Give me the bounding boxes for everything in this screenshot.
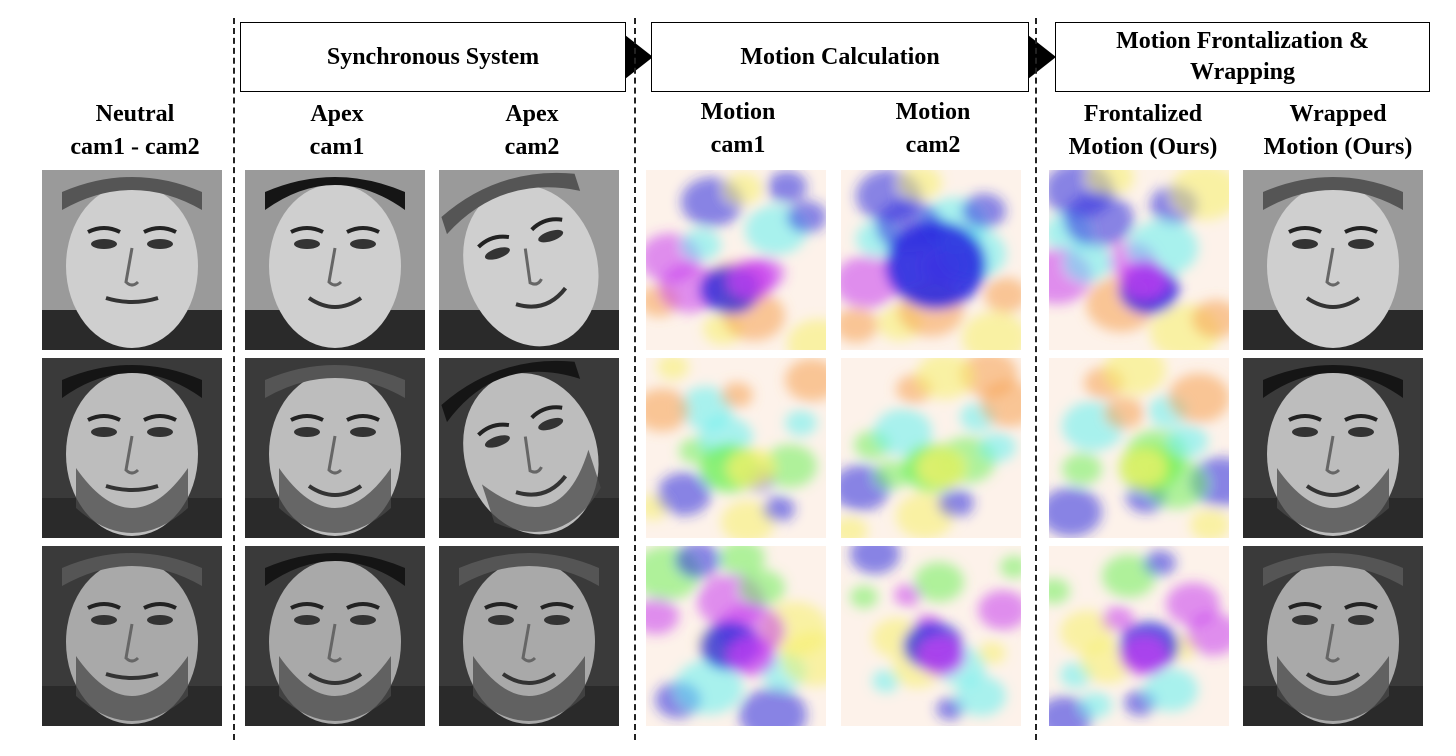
face-photo-neutral-row2: [42, 358, 222, 538]
face-photo-apex1-row1: [245, 170, 425, 350]
stage-box-motion-frontalization: Motion Frontalization & Wrapping: [1055, 22, 1430, 92]
motion-flow-map-motion1-row1: [646, 170, 826, 350]
column-header-neutral: Neutral cam1 - cam2: [70, 101, 200, 160]
face-photo-wrapped-row1: [1243, 170, 1423, 350]
column-header-motion-cam1: Motion cam1: [700, 99, 776, 158]
face-photo-apex1-row3: [245, 546, 425, 726]
face-photo-apex2-row2: [439, 358, 619, 538]
separator-dashed-line: [634, 18, 636, 740]
column-header-frontalized-motion: Frontalized Motion (Ours): [1068, 101, 1218, 160]
motion-flow-map-motion1-row3: [646, 546, 826, 726]
face-photo-wrapped-row3: [1243, 546, 1423, 726]
motion-flow-map-motion2-row1: [841, 170, 1021, 350]
column-header-apex-cam2: Apex cam2: [504, 101, 560, 160]
face-photo-wrapped-row2: [1243, 358, 1423, 538]
arrow-right-icon: [625, 35, 653, 79]
stage-box-synchronous-system: Synchronous System: [240, 22, 626, 92]
separator-dashed-line: [233, 18, 235, 740]
motion-flow-map-motion1-row2: [646, 358, 826, 538]
arrow-right-icon: [1028, 35, 1056, 79]
face-photo-neutral-row3: [42, 546, 222, 726]
column-header-apex-cam1: Apex cam1: [309, 101, 365, 160]
stage-box-motion-calculation: Motion Calculation: [651, 22, 1029, 92]
face-photo-apex2-row3: [439, 546, 619, 726]
separator-dashed-line: [1035, 18, 1037, 740]
face-photo-apex2-row1: [439, 170, 619, 350]
motion-flow-map-motion2-row2: [841, 358, 1021, 538]
face-photo-apex1-row2: [245, 358, 425, 538]
motion-flow-map-frontalized-row2: [1049, 358, 1229, 538]
column-header-motion-cam2: Motion cam2: [895, 99, 971, 158]
motion-flow-map-motion2-row3: [841, 546, 1021, 726]
motion-flow-map-frontalized-row3: [1049, 546, 1229, 726]
column-header-wrapped-motion: Wrapped Motion (Ours): [1263, 101, 1413, 160]
motion-flow-map-frontalized-row1: [1049, 170, 1229, 350]
face-photo-neutral-row1: [42, 170, 222, 350]
